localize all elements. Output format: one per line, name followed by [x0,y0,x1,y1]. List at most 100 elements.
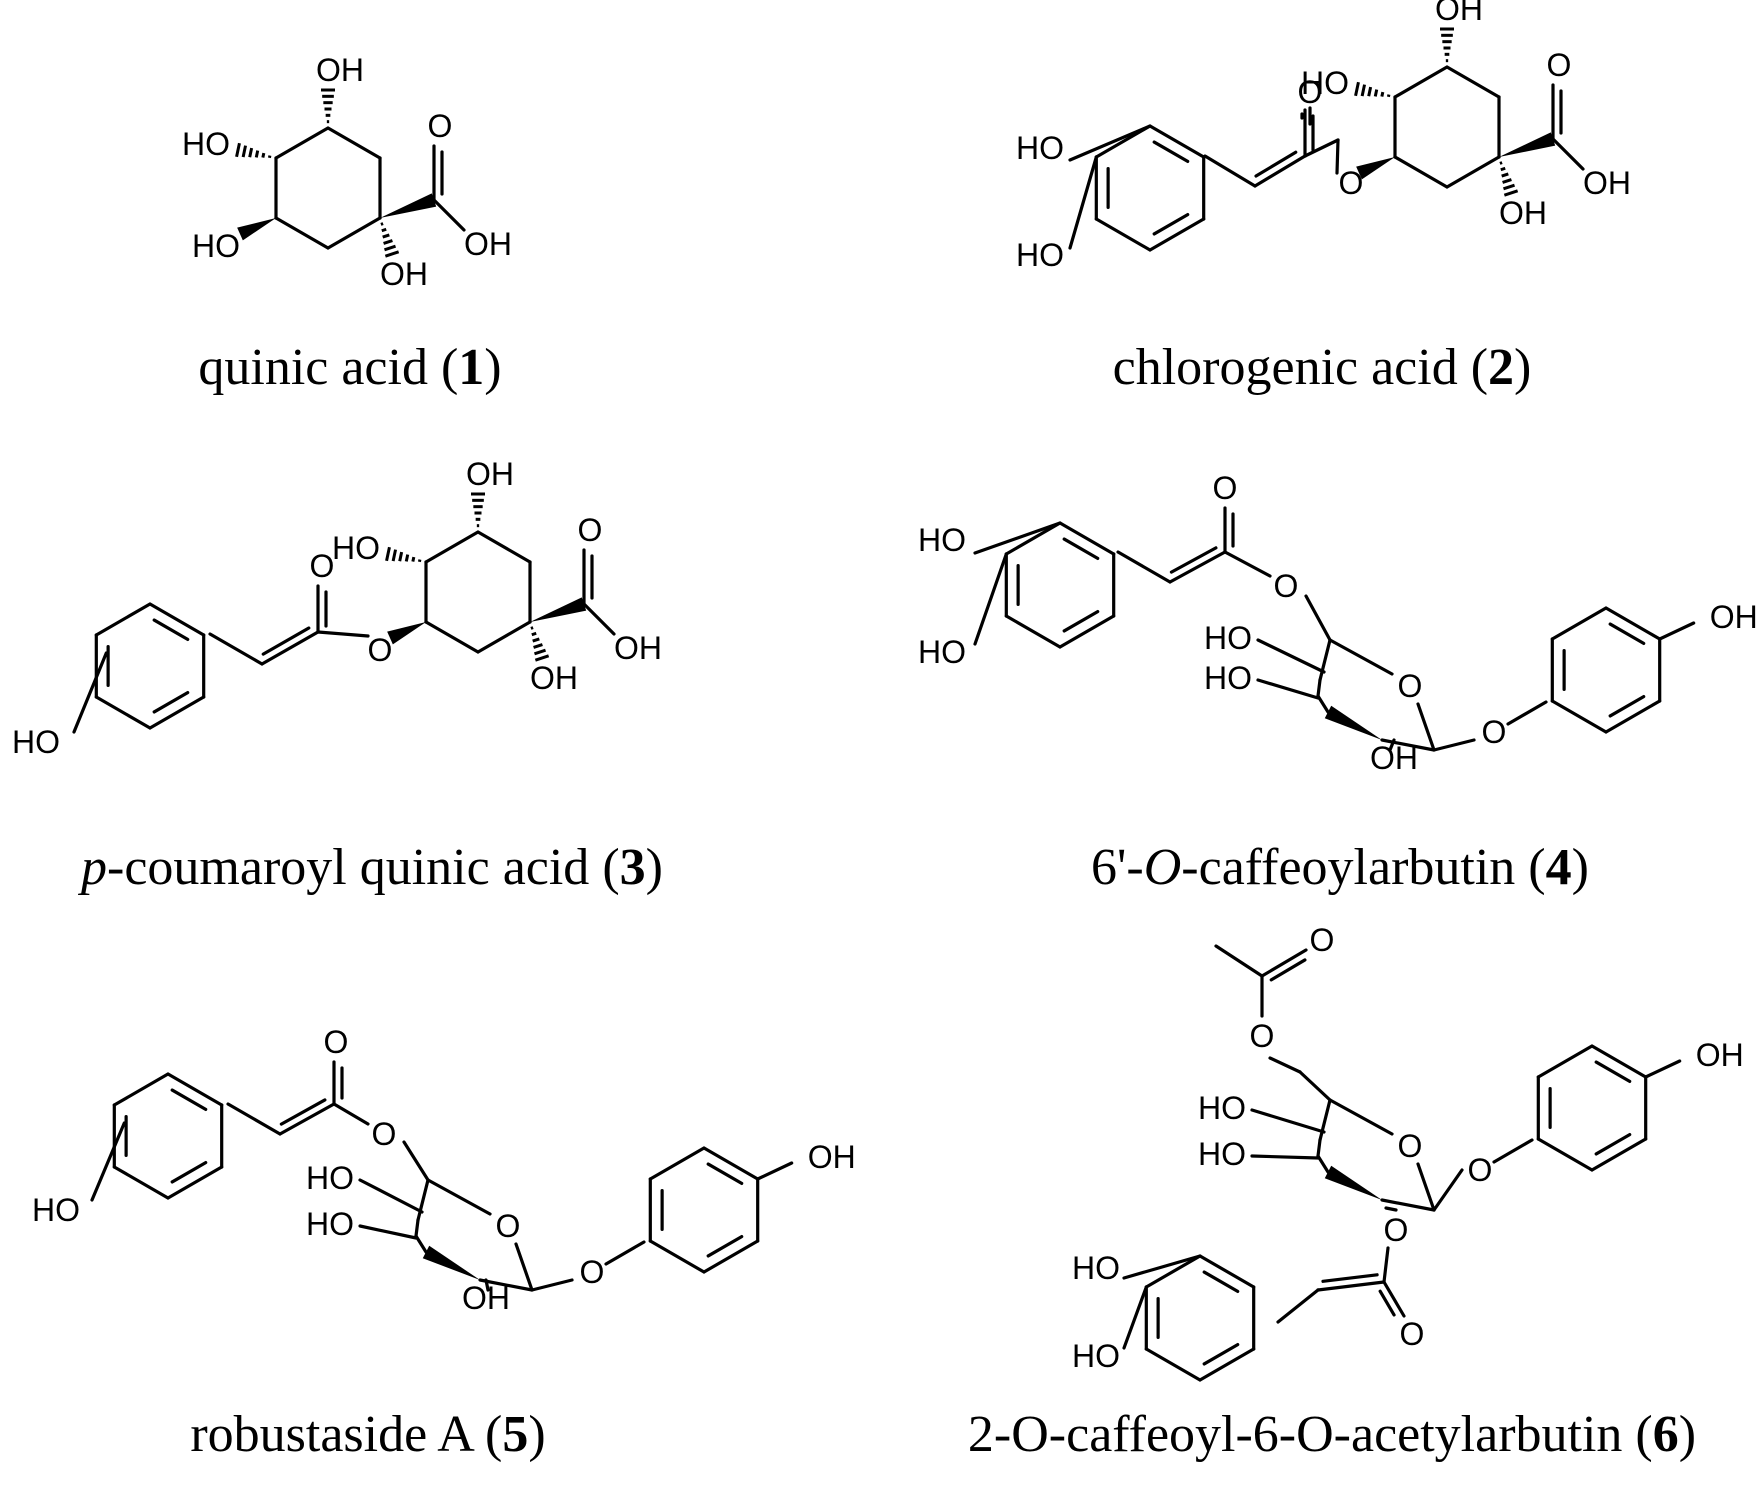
atom-label: OH [530,660,578,696]
ring-bond [1590,1044,1648,1079]
atom-label: HO [1301,65,1349,101]
atom-label: O [1310,922,1335,958]
double-bond [279,1098,327,1126]
atom-label: HO [306,1160,354,1196]
atom-label: HO [1204,660,1252,696]
ring-bond [274,216,330,250]
atom-label: HO [1198,1136,1246,1172]
bond [1328,1098,1394,1136]
hashed-bond [1380,91,1385,97]
atom-label: HO [182,126,230,162]
double-bond [1382,1280,1406,1318]
bond [226,1102,282,1136]
bond [1316,694,1330,714]
hashed-bond [384,250,400,258]
bond [1268,1056,1302,1074]
hashed-bond [404,554,410,562]
bond [1506,700,1548,726]
aromatic-bond [1152,212,1190,236]
bond [1116,550,1172,584]
bond [1551,137,1585,171]
bond [604,1240,646,1266]
bond [973,521,1062,555]
ring-bond [1058,521,1116,556]
ring-bond [166,1072,224,1107]
atom-label: O [324,1024,349,1060]
aromatic-bond [1152,140,1190,164]
ring-bond [1148,124,1206,159]
atom-label: HO [1016,237,1064,273]
ring-bond [1604,606,1662,641]
hashed-bond [248,147,254,158]
atom-label: O [1384,1212,1409,1248]
bond [1316,1138,1322,1158]
hashed-bond [531,631,537,637]
bond [1256,638,1326,674]
atom-label: O [1398,1128,1423,1164]
atom-label: O [310,548,335,584]
bond [1303,138,1340,158]
hashed-bond [1373,89,1379,97]
caption-compound-1: quinic acid (1) [198,339,502,396]
atom-label: O [496,1208,521,1244]
atom-label: HO [332,530,380,566]
bond [1250,1154,1320,1160]
double-bond [1169,546,1218,574]
bond [426,1178,492,1216]
caption-compound-6: 2-O-caffeoyl-6-O-acetylarbutin (6) [967,1406,1697,1463]
ring-bond [112,1072,170,1107]
double-bond [1253,154,1307,188]
atom-label: OH [1435,0,1483,27]
atom-label: O [1400,1316,1425,1352]
hashed-bond [381,227,387,233]
aromatic-bond [1594,1132,1632,1156]
ring-bond [326,216,382,250]
bond [1658,621,1696,641]
atom-label: O [368,632,393,668]
hashed-bond [1502,178,1512,184]
aromatic-bond [152,690,190,714]
atom-label: OH [380,256,428,292]
bond [1214,944,1264,978]
ring-bond [1058,614,1116,649]
ring-bond [648,1146,706,1181]
atom-label: HO [918,522,966,558]
ring-bond [702,1239,760,1274]
ring-bond [1604,699,1662,734]
bond [1304,594,1332,642]
wedge-bond [530,597,587,622]
atom-label: O [1547,47,1572,83]
ring-bond [702,1146,760,1181]
atom-label: HO [192,228,240,264]
hashed-bond [1502,183,1516,191]
ring-bond [1004,521,1062,556]
double-bond [1260,948,1308,978]
wedge-bond [1499,132,1556,157]
bond [402,1140,430,1182]
bond [414,1234,428,1254]
ring-bond [148,695,206,730]
atom-label: O [1468,1152,1493,1188]
bond [316,630,370,638]
hashed-bond [382,233,390,239]
ring-bond [1536,1044,1594,1079]
bond [1318,638,1332,682]
hashed-bond [530,626,534,630]
bond [484,1278,490,1292]
ring-bond [94,695,152,730]
caption-compound-5: robustaside A (5) [190,1406,546,1463]
bond [358,1224,418,1240]
aromatic-bond [1202,1270,1240,1294]
bond [756,1161,794,1181]
caption-compound-3: p-coumaroyl quinic acid (3) [81,839,663,896]
ring-bond [1198,1254,1256,1289]
atom-label: HO [1204,620,1252,656]
bond [90,1121,126,1202]
hashed-bond [1500,166,1506,172]
double-bond [278,1102,336,1136]
bond [478,1278,534,1292]
bond [1335,138,1340,175]
